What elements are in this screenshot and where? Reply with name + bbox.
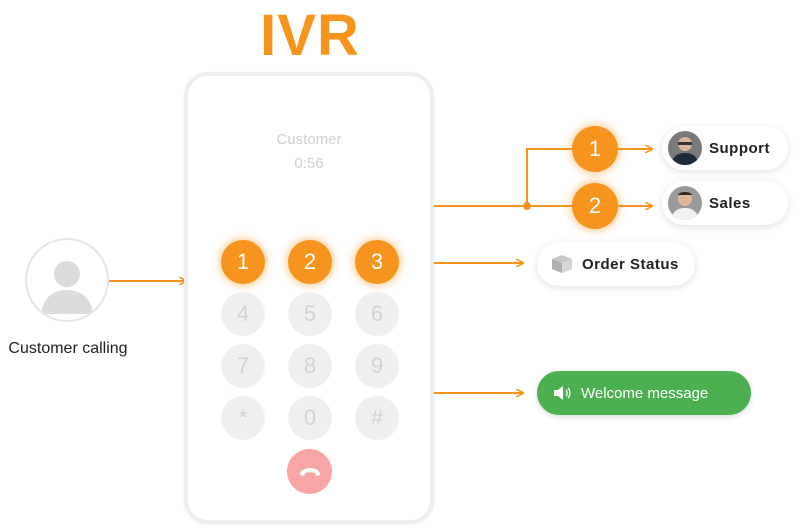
submenu-option-1-badge: 1: [572, 126, 618, 172]
user-avatar-icon: [41, 261, 93, 314]
box-icon: [552, 255, 572, 273]
keypad-key-5[interactable]: 5: [288, 292, 332, 336]
keypad-key-hash[interactable]: #: [355, 396, 399, 440]
keypad-key-4[interactable]: 4: [221, 292, 265, 336]
welcome-message-label: Welcome message: [581, 384, 709, 402]
keypad-key-2[interactable]: 2: [288, 240, 332, 284]
sales-label: Sales: [709, 194, 751, 212]
support-agent-photo: [668, 131, 702, 165]
keypad-key-9[interactable]: 9: [355, 344, 399, 388]
order-status-destination[interactable]: Order Status: [537, 242, 695, 286]
sales-destination[interactable]: Sales: [662, 181, 788, 225]
keypad-key-3[interactable]: 3: [355, 240, 399, 284]
diagram-title: IVR: [260, 3, 360, 68]
customer-calling-label: Customer calling: [8, 340, 128, 357]
order-status-label: Order Status: [582, 255, 679, 273]
hangup-button[interactable]: [287, 449, 332, 494]
welcome-message-destination[interactable]: Welcome message: [537, 371, 751, 415]
keypad-key-1[interactable]: 1: [221, 240, 265, 284]
keypad-key-7[interactable]: 7: [221, 344, 265, 388]
speaker-icon: [554, 386, 571, 400]
support-label: Support: [709, 139, 770, 157]
line-submenu-branch: [526, 148, 573, 206]
keypad-key-8[interactable]: 8: [288, 344, 332, 388]
submenu-option-2-badge: 2: [572, 183, 618, 229]
keypad-key-0[interactable]: 0: [288, 396, 332, 440]
caller-name: Customer: [276, 131, 342, 148]
customer-avatar: [25, 238, 109, 322]
call-duration: 0:56: [294, 155, 324, 172]
junction-dot: [523, 202, 531, 210]
phone-hangup-icon: [299, 467, 320, 476]
sales-agent-photo: [668, 186, 702, 220]
keypad-key-6[interactable]: 6: [355, 292, 399, 336]
support-destination[interactable]: Support: [662, 126, 788, 170]
keypad-key-star[interactable]: *: [221, 396, 265, 440]
